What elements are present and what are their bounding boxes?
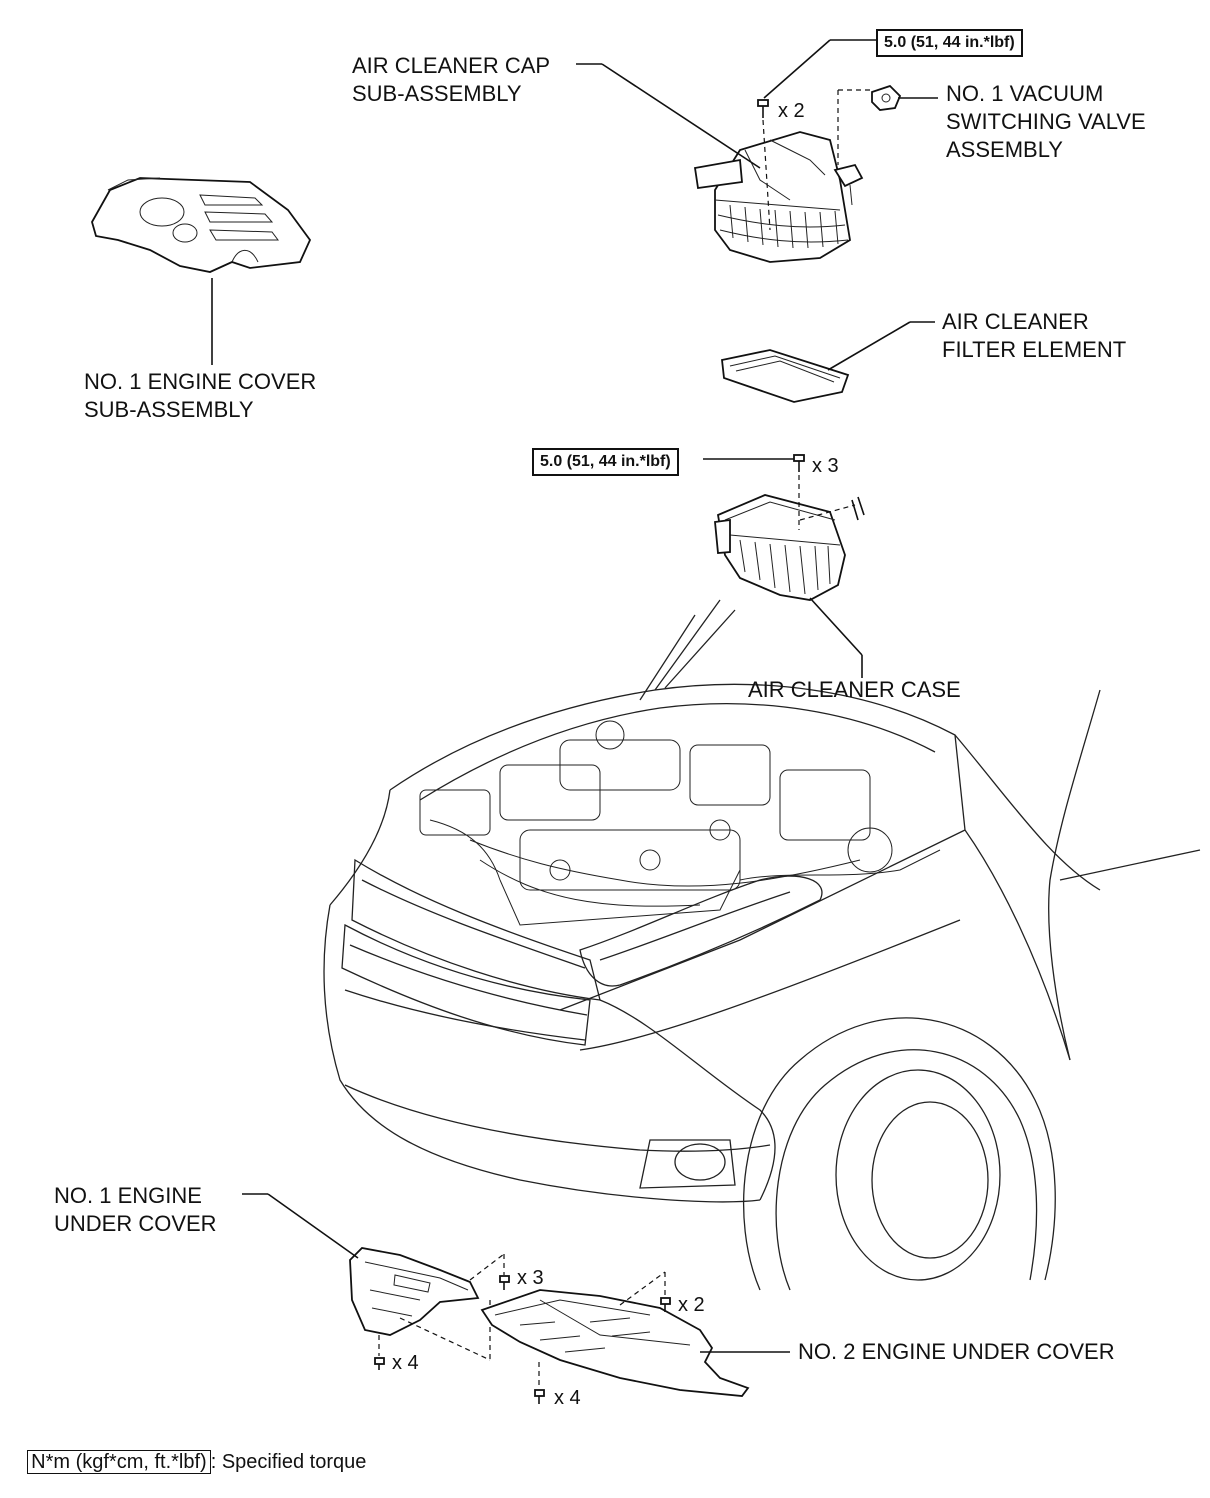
engine-cover-label: NO. 1 ENGINE COVER SUB-ASSEMBLY	[84, 369, 317, 422]
clamp-icon	[851, 496, 865, 521]
uc2-bottom-bolt-qty: x 4	[554, 1387, 581, 1409]
cap-bolt-qty: x 2	[778, 100, 805, 122]
engine-cover-illustration	[91, 177, 312, 273]
vacuum-valve-label: NO. 1 VACUUM SWITCHING VALVE ASSEMBLY	[946, 81, 1146, 162]
uc1-bottom-bolt-icon	[374, 1357, 385, 1370]
cap-bolt-icon	[757, 99, 769, 118]
under-cover-2-label: NO. 2 ENGINE UNDER COVER	[798, 1339, 1115, 1364]
cap-torque-callout: 5.0 (51, 44 in.*lbf)	[876, 29, 1023, 57]
air-cleaner-cap-illustration	[693, 131, 864, 263]
air-cleaner-case-illustration	[714, 494, 846, 601]
uc1-top-bolt-qty: x 3	[517, 1267, 544, 1289]
under-cover-1-label: NO. 1 ENGINE UNDER COVER	[54, 1183, 217, 1236]
vehicle-front-body	[323, 599, 1201, 1291]
under-cover-2-illustration	[480, 1289, 750, 1397]
uc1-top-bolt-icon	[499, 1275, 510, 1290]
uc1-bottom-bolt-qty: x 4	[392, 1352, 419, 1374]
case-leader	[809, 597, 863, 656]
torque-legend-unit: N*m (kgf*cm, ft.*lbf)	[27, 1450, 211, 1474]
case-bolt-icon	[793, 454, 805, 472]
air-cleaner-cap-label: AIR CLEANER CAP SUB-ASSEMBLY	[352, 53, 551, 106]
filter-element-label: AIR CLEANER FILTER ELEMENT	[942, 309, 1127, 362]
filter-element-illustration	[721, 349, 850, 403]
uc2-bottom-bolt-icon	[534, 1389, 545, 1404]
case-torque-callout: 5.0 (51, 44 in.*lbf)	[532, 448, 679, 476]
torque-legend: N*m (kgf*cm, ft.*lbf): Specified torque	[16, 1420, 366, 1476]
vacuum-valve-illustration	[871, 84, 902, 111]
uc2-top-bolt-icon	[660, 1297, 671, 1312]
under-cover-1-illustration	[349, 1247, 480, 1336]
uc2-top-bolt-qty: x 2	[678, 1294, 705, 1316]
torque-legend-description: : Specified torque	[210, 1451, 367, 1473]
air-cleaner-case-label: AIR CLEANER CASE	[748, 677, 961, 702]
case-bolt-qty: x 3	[812, 455, 839, 477]
